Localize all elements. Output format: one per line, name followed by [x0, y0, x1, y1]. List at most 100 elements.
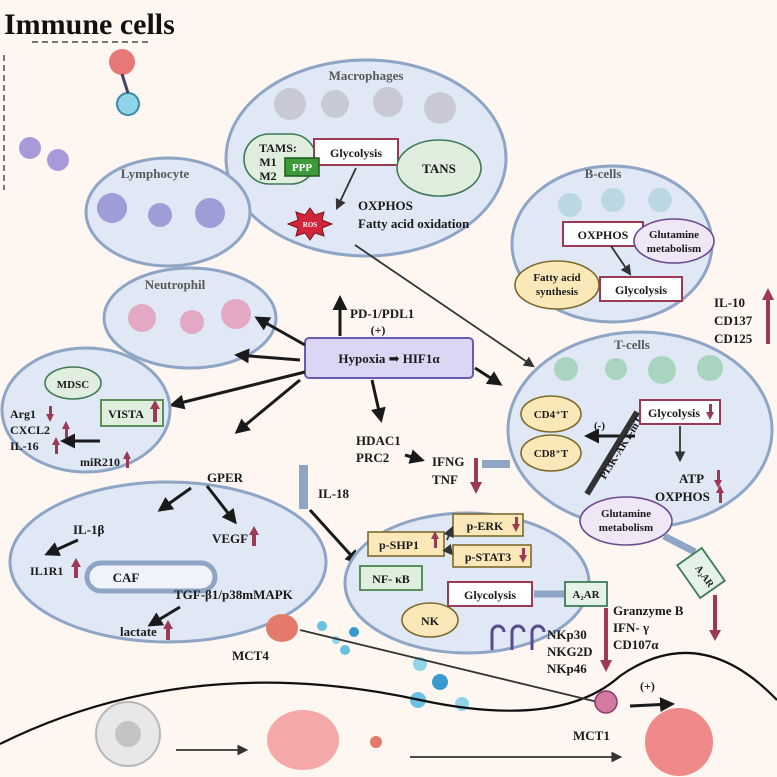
il1r1-label: IL1R1 — [30, 564, 63, 578]
tnf-label: TNF — [432, 472, 458, 487]
mct1-transporter-icon — [594, 690, 618, 714]
il1r1-up-arrow-head — [71, 558, 81, 567]
vegf-up-arrow-shaft — [252, 534, 256, 546]
lactate-up-arrow-head — [163, 620, 173, 629]
pshp1-up-head — [431, 531, 439, 539]
perk-box — [452, 513, 524, 537]
il16-up-arrow-head — [52, 437, 60, 445]
cxcl2-up-arrow-shaft — [65, 428, 68, 438]
fao-label: Fatty acid oxidation — [358, 216, 470, 231]
vegf-up-arrow-head — [249, 526, 259, 535]
il16-up-arrow-shaft — [55, 444, 58, 454]
cd8-label: CD8⁺T — [534, 448, 569, 460]
tams-label: TAMS: — [259, 141, 297, 155]
arrow-to-gper — [234, 378, 301, 434]
effector-cd107a: CD107α — [613, 637, 659, 652]
arrow-to-hdac1 — [370, 379, 386, 423]
neutrophil-panel: Neutrophil — [102, 266, 278, 370]
il1b-to-il1r1-arrow — [44, 538, 79, 556]
macrophages-panel: Macrophages TAMS: M1 M2 Glycolysis PPP T… — [224, 58, 508, 258]
tcells-glycolysis-down-head — [706, 412, 714, 420]
receptor-nkp30: NKp30 — [547, 627, 587, 642]
ifng-label: IFNG — [432, 454, 465, 469]
macrophage-cluster-illustration — [19, 137, 69, 171]
perk-label: p-ERK — [467, 519, 504, 533]
il18-label: IL-18 — [318, 486, 350, 501]
pshp1-to-pstat3-arrow — [442, 543, 454, 556]
lymphocyte-panel: Lymphocyte — [84, 156, 252, 268]
mir210-label: miR210 — [80, 455, 120, 469]
page-title: Immune cells — [4, 8, 175, 41]
il16-label: IL-16 — [10, 439, 39, 453]
caf-cell — [84, 560, 218, 594]
fatty-acid-label: Fatty acid — [533, 272, 580, 284]
hypoxia-center: PD-1/PDL1 (+) Hypoxia ➡ HIF1α HDAC1 PRC2… — [169, 244, 535, 566]
marker-il10: IL-10 — [714, 295, 745, 310]
marker-cd125: CD125 — [714, 331, 753, 346]
hypoxia-box — [304, 337, 474, 379]
ros-label: ROS — [303, 221, 318, 229]
vista-up-arrow-head — [150, 400, 160, 409]
caf-label: CAF — [113, 570, 140, 585]
pd1-plus-label: (+) — [371, 323, 386, 337]
prc2-label: PRC2 — [356, 450, 389, 465]
macrophage-glycolysis-label: Glycolysis — [330, 146, 382, 160]
atp-down-arrow-shaft — [717, 470, 720, 481]
nk-receptors-icon — [490, 624, 546, 650]
bcells-title: B-cells — [585, 166, 622, 181]
pshp1-up-shaft — [434, 538, 437, 548]
vista-label: VISTA — [108, 407, 144, 421]
macrophage-oxphos-label: OXPHOS — [358, 198, 413, 213]
effector-granzyme: Granzyme B — [613, 603, 684, 618]
mir210-up-arrow-head — [123, 451, 131, 459]
bcells-oxphos-label: OXPHOS — [578, 228, 629, 242]
mir210-up-arrow-shaft — [126, 458, 129, 468]
glutamine-to-a2ar-bar — [662, 532, 697, 556]
arrow-to-mdsc — [169, 370, 306, 410]
tcells-glycolysis-label: Glycolysis — [648, 406, 700, 420]
lactate-label: lactate — [120, 624, 157, 639]
lactate-molecules — [317, 621, 469, 711]
nk-label: NK — [421, 614, 440, 628]
tcells-a2ar-box — [675, 546, 727, 600]
tans-group — [396, 139, 482, 197]
nk-group — [401, 602, 459, 638]
tcells-metabolism-label: metabolism — [599, 522, 653, 534]
arg1-label: Arg1 — [10, 407, 36, 421]
ppp-box — [284, 157, 320, 177]
synthesis-label: synthesis — [536, 286, 579, 298]
tgf-to-lactate-arrow — [147, 605, 181, 627]
receptor-nkp46: NKp46 — [547, 661, 587, 676]
pshp1-to-perk-arrow — [443, 526, 454, 541]
m1-label: M1 — [259, 155, 276, 169]
pshp1-label: p-SHP1 — [379, 538, 419, 552]
fatty-acid-synthesis-group — [514, 260, 600, 310]
nk-a2ar-label: A₂AR — [572, 589, 600, 601]
nk-glycolysis-box — [447, 581, 533, 607]
lymphocyte-title: Lymphocyte — [121, 166, 190, 181]
bcells-oxphos-box — [562, 221, 644, 247]
effector-markers: Granzyme B IFN- γ CD107α NKp30 NKG2D NKp… — [547, 603, 684, 676]
perk-down-head — [512, 524, 520, 532]
pi3k-pathway-bar — [584, 410, 640, 496]
tumor-progression-illustration — [95, 701, 713, 776]
vegf-label: VEGF — [212, 531, 248, 546]
vista-up-arrow-shaft — [153, 408, 157, 422]
tumor-plus-label: (+) — [640, 679, 655, 693]
arg1-down-arrow-head — [46, 414, 54, 422]
a2ar-down-arrow-head — [709, 630, 721, 641]
a2ar-down-arrow-shaft — [713, 595, 717, 631]
marker-cd137: CD137 — [714, 313, 753, 328]
atp-label: ATP — [679, 471, 704, 486]
receptors-down-arrow-head — [600, 660, 612, 672]
tcells-glutamine-label: Glutamine — [601, 508, 651, 520]
nk-glycolysis-label: Glycolysis — [464, 588, 516, 602]
bcells-panel: B-cells OXPHOS Glutamine metabolism Fatt… — [510, 164, 715, 324]
pstat3-label: p-STAT3 — [465, 550, 511, 564]
pstat3-down-head — [519, 555, 527, 563]
tcells-glycolysis-down-shaft — [709, 404, 712, 414]
arg1-down-arrow-shaft — [49, 406, 52, 416]
markers-up-arrow-head — [762, 288, 774, 300]
ifng-down-arrow-shaft — [474, 458, 478, 482]
ifng-to-tcells-inhibit-bar — [482, 460, 510, 468]
